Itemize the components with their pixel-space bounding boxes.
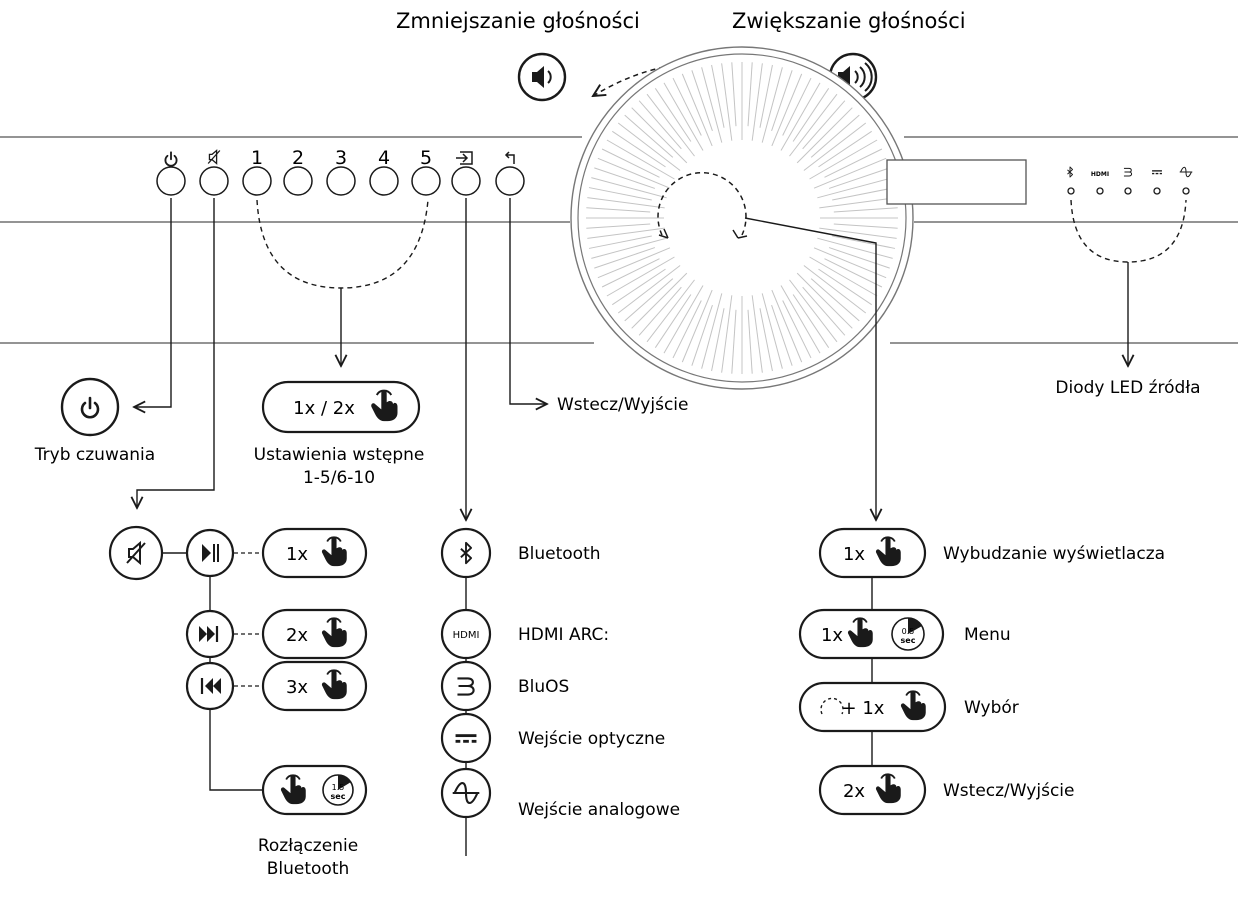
next-track-icon [185, 609, 235, 659]
knob-action-3: + 1x Wybór [798, 681, 1019, 733]
presets-pill: 1x / 2x [261, 380, 421, 434]
bluos-icon [1123, 167, 1133, 177]
knob-action-4: 2x Wstecz/Wyjście [818, 764, 1074, 816]
mute-pill-1: 1x [261, 527, 368, 579]
source-label: Bluetooth [518, 544, 601, 564]
source-bluetooth: Bluetooth [440, 527, 601, 579]
hold-unit: sec [901, 636, 916, 645]
previous-track-icon [185, 661, 235, 711]
optical-icon [1152, 170, 1162, 175]
pill-count: 1x [821, 625, 843, 646]
top-button-row: 1 2 3 4 5 [156, 147, 525, 196]
pill-count: 1x [286, 544, 308, 565]
presets-bracket [256, 199, 429, 289]
preset-number: 4 [378, 147, 390, 169]
mute-pill-2: 2x [261, 608, 368, 660]
pill-count: 1x [843, 544, 865, 565]
source-label: Wejście analogowe [518, 800, 680, 820]
preset-number: 2 [292, 147, 304, 169]
volume-down-label: Zmniejszanie głośności [396, 9, 640, 33]
mute-panel: 1x 2x 3x 1.5 sec [108, 525, 368, 816]
hold-time: 1.5 [332, 783, 345, 792]
pill-count: 2x [286, 625, 308, 646]
power-button[interactable] [156, 151, 186, 196]
pill-count: 2x [843, 781, 865, 802]
bluetooth-icon [1067, 166, 1073, 178]
volume-up-label: Zwiększanie głośności [732, 9, 966, 33]
back-button[interactable] [495, 151, 525, 196]
input-button[interactable] [451, 151, 481, 196]
source-analog: Wejście analogowe [440, 767, 680, 820]
led-hdmi-text: HDMI [1091, 171, 1109, 178]
hold-unit: sec [331, 792, 346, 801]
knob-action-1: 1x Wybudzanie wyświetlacza [818, 527, 1165, 579]
mute-button[interactable] [199, 149, 229, 196]
presets-pill-text: 1x / 2x [293, 398, 355, 419]
hdmi-icon: HDMI [453, 630, 480, 641]
pill-count: 3x [286, 677, 308, 698]
source-bluos: BluOS [440, 660, 569, 712]
volume-knob[interactable] [570, 46, 914, 390]
disconnect-label-2: Bluetooth [267, 859, 350, 879]
presets-label-1: Ustawienia wstępne [254, 445, 425, 465]
source-label: HDMI ARC: [518, 625, 609, 645]
knob-action-label: Menu [964, 625, 1011, 645]
preset-number: 1 [251, 147, 263, 169]
play-pause-icon [185, 528, 235, 578]
panel-lines [0, 136, 1238, 344]
hold-time: 0.5 [902, 627, 915, 636]
preset-button-5[interactable]: 5 [411, 147, 441, 196]
knob-action-label: Wybór [964, 698, 1019, 718]
source-optical: Wejście optyczne [440, 712, 665, 764]
knob-action-label: Wstecz/Wyjście [943, 781, 1074, 801]
preset-button-3[interactable]: 3 [326, 147, 356, 196]
preset-number: 3 [335, 147, 347, 169]
standby-label: Tryb czuwania [34, 445, 155, 465]
knob-action-label: Wybudzanie wyświetlacza [943, 544, 1165, 564]
source-label: BluOS [518, 677, 569, 697]
display-window [886, 159, 1027, 205]
mute-icon-large [108, 525, 164, 581]
pill-count: + 1x [842, 698, 885, 719]
rotate-icon [820, 697, 844, 715]
disconnect-label-1: Rozłączenie [258, 836, 358, 856]
hold-pill: 1.5 sec [261, 764, 368, 816]
volume-down-button[interactable] [517, 52, 567, 102]
preset-button-4[interactable]: 4 [369, 147, 399, 196]
source-led-group: HDMI [1067, 166, 1193, 366]
mute-pill-3: 3x [261, 660, 368, 712]
presets-label-2: 1-5/6-10 [303, 468, 375, 488]
standby-button-large [60, 377, 120, 437]
source-label: Wejście optyczne [518, 729, 665, 749]
source-hdmi: HDMI HDMI ARC: [440, 608, 609, 660]
source-leds-label: Diody LED źródła [1055, 378, 1200, 398]
preset-button-2[interactable]: 2 [283, 147, 313, 196]
back-exit-label: Wstecz/Wyjście [557, 395, 688, 415]
preset-number: 5 [420, 147, 432, 169]
preset-button-1[interactable]: 1 [242, 147, 272, 196]
analog-icon [1179, 166, 1193, 178]
